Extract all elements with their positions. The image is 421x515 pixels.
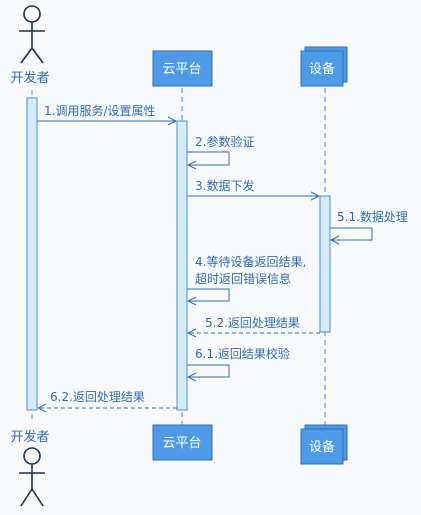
message-5-1-label: 5.1.数据处理 [337, 209, 408, 224]
message-4-arrow [187, 288, 230, 301]
actor-leg-left [20, 47, 33, 64]
device-box-bottom [300, 428, 344, 465]
platform-box-bottom [152, 424, 213, 461]
actor-leg-left [20, 488, 33, 507]
platform-box-top [152, 50, 213, 87]
developer-activation [26, 97, 38, 411]
message-6-1-arrow [187, 364, 230, 377]
message-3-label: 3.数据下发 [195, 178, 254, 193]
message-6-2-label: 6.2.返回处理结果 [50, 390, 145, 404]
device-activation [319, 195, 331, 333]
message-6-1-label: 6.1.返回结果校验 [195, 346, 290, 361]
developer-actor-top [19, 5, 45, 64]
device-label-top: 设备 [309, 61, 335, 77]
platform-label-bottom: 云平台 [162, 436, 201, 451]
developer-actor-bottom [19, 447, 45, 507]
message-5-1-arrow [330, 227, 373, 240]
platform-activation [176, 120, 188, 411]
platform-label-top: 云平台 [162, 62, 201, 77]
message-4-label-line1: 4.等待设备返回结果, [195, 255, 306, 269]
message-2-label: 2.参数验证 [195, 134, 254, 149]
actor-leg-right [31, 488, 44, 507]
message-4-label-line2: 超时返回错误信息 [195, 271, 291, 286]
actor-leg-right [31, 47, 44, 64]
developer-label-bottom: 开发者 [10, 429, 49, 445]
device-label-bottom: 设备 [309, 439, 335, 455]
message-2-arrow [187, 151, 230, 165]
device-box-top [300, 50, 344, 87]
actor-head-icon [23, 447, 41, 465]
actor-head-icon [23, 5, 41, 23]
message-5-2-label: 5.2.返回处理结果 [205, 316, 300, 330]
developer-label-top: 开发者 [10, 70, 49, 86]
message-1-label: 1.调用服务/设置属性 [44, 103, 156, 118]
